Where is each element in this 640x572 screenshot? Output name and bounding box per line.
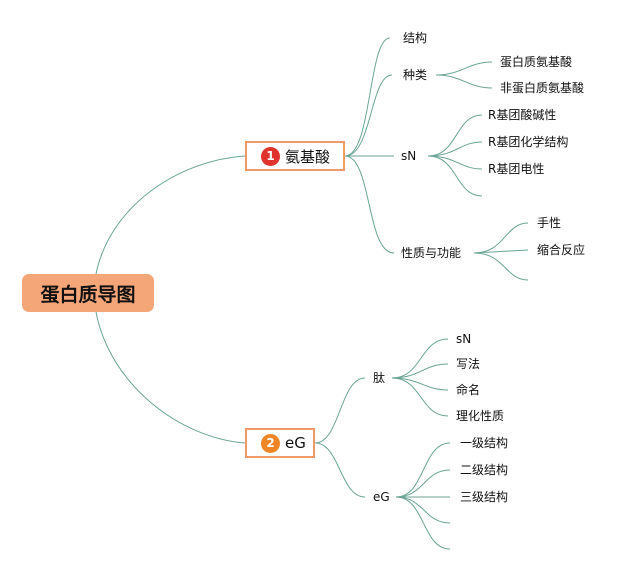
connector-eg-to-primary (395, 442, 451, 498)
connector-properties-to-condensation (473, 249, 529, 254)
topic-eg[interactable]: eG (373, 490, 390, 504)
topic-peptide[interactable]: 肽 (373, 371, 386, 385)
connector-branch-1-to-types (344, 74, 393, 157)
topic-r-group-acid-base[interactable]: R基团酸碱性 (488, 108, 557, 122)
connector-peptide-to-writing (391, 363, 449, 379)
connector-properties-to-blank (473, 252, 529, 281)
topic-secondary-structure[interactable]: 二级结构 (460, 463, 509, 477)
topic-r-group-charge[interactable]: R基团电性 (488, 162, 545, 176)
topic-tertiary-structure[interactable]: 三级结构 (460, 490, 509, 504)
connector-branch-1-to-properties (344, 155, 395, 254)
root-topic[interactable]: 蛋白质导图 (22, 274, 154, 312)
topic-structure[interactable]: 结构 (403, 31, 428, 45)
connector-sn-to-blank (427, 155, 483, 197)
topic-nonprotein-amino-acid[interactable]: 非蛋白质氨基酸 (500, 81, 585, 95)
connector-branch-2-to-peptide (314, 377, 366, 444)
connector-types-to-protein-aa (435, 61, 493, 76)
connector-peptide-to-naming (391, 377, 449, 391)
topic-chirality[interactable]: 手性 (537, 216, 562, 230)
connector-root-to-branch-2 (95, 311, 246, 444)
topic-types[interactable]: 种类 (403, 68, 428, 82)
number-2-badge-icon: 2 (261, 433, 280, 453)
topic-protein-amino-acid[interactable]: 蛋白质氨基酸 (500, 55, 573, 69)
topic-naming[interactable]: 命名 (456, 383, 481, 397)
connector-peptide-to-physchem (391, 377, 449, 417)
number-1-badge-icon: 1 (261, 146, 280, 166)
topic-primary-structure[interactable]: 一级结构 (460, 436, 509, 450)
branch-eg-label: eG (285, 434, 306, 452)
connector-sn-to-r-charge (427, 155, 483, 170)
connector-peptide-to-sn (391, 338, 449, 379)
topic-peptide-sn[interactable]: sN (456, 332, 472, 346)
branch-amino-acid-label: 氨基酸 (285, 147, 331, 166)
connector-branch-2-to-eg (314, 442, 366, 498)
topic-sn[interactable]: sN (401, 149, 417, 163)
connector-branch-1-to-structure (344, 37, 391, 157)
connector-eg-to-blank-1 (395, 496, 451, 524)
connector-eg-to-secondary (395, 469, 451, 498)
connector-sn-to-r-acidbase (427, 114, 483, 157)
topic-condensation-reaction[interactable]: 缩合反应 (537, 243, 586, 257)
topic-properties-functions[interactable]: 性质与功能 (401, 246, 462, 260)
root-topic-label: 蛋白质导图 (40, 283, 136, 306)
topic-writing[interactable]: 写法 (456, 357, 481, 371)
branch-eg[interactable]: 2 eG (245, 428, 315, 458)
branch-amino-acid[interactable]: 1 氨基酸 (245, 141, 345, 171)
connector-types-to-nonprotein-aa (435, 74, 493, 89)
topic-r-group-chemical-structure[interactable]: R基团化学结构 (488, 135, 569, 149)
connector-root-to-branch-1 (95, 155, 246, 275)
connector-sn-to-r-chemistry (427, 141, 483, 157)
connector-eg-to-blank-2 (395, 496, 451, 550)
connector-properties-to-chirality (473, 222, 529, 254)
topic-physicochemical-properties[interactable]: 理化性质 (456, 409, 505, 423)
